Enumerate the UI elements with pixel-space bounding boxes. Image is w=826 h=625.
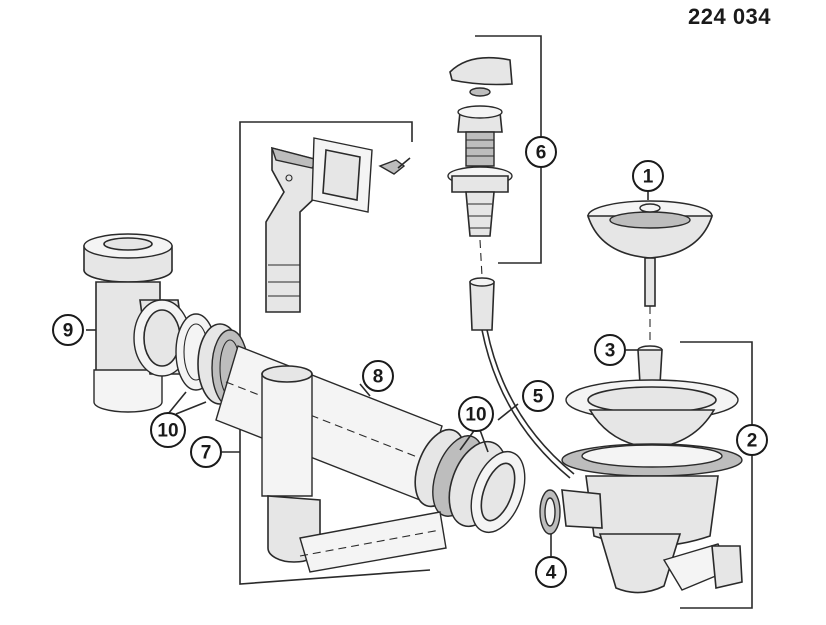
- callout-6-label: 6: [536, 143, 547, 164]
- seal-rings-right: [448, 440, 526, 534]
- strainer-body-bracket: [680, 341, 753, 609]
- callout-10-left: 10: [150, 412, 186, 448]
- overflow-group-bracket: [239, 121, 431, 585]
- callout-1-label: 1: [643, 167, 654, 188]
- callout-1: 1: [632, 160, 664, 192]
- leader-lines: [86, 191, 649, 556]
- basket-strainer: [586, 200, 714, 340]
- callout-7-label: 7: [201, 443, 212, 464]
- callout-3: 3: [594, 334, 626, 366]
- strainer-sleeve: [637, 345, 663, 385]
- callout-4-label: 4: [546, 563, 557, 584]
- callout-7: 7: [190, 436, 222, 468]
- callout-6: 6: [525, 136, 557, 168]
- outlet-seal: [539, 489, 561, 535]
- callout-8-label: 8: [373, 367, 384, 388]
- callout-2: 2: [736, 424, 768, 456]
- callout-10-right-label: 10: [465, 405, 486, 426]
- callout-3-label: 3: [605, 341, 616, 362]
- callout-9-label: 9: [63, 321, 74, 342]
- callout-5-label: 5: [533, 387, 544, 408]
- callout-10-right: 10: [458, 396, 494, 432]
- callout-4: 4: [535, 556, 567, 588]
- strainer-body: [561, 379, 743, 594]
- document-number: 224 034: [688, 4, 772, 29]
- callout-10-left-label: 10: [157, 421, 178, 442]
- callout-5: 5: [522, 380, 554, 412]
- overflow-tube: [261, 365, 447, 573]
- callout-9: 9: [52, 314, 84, 346]
- callout-2-label: 2: [747, 431, 758, 452]
- tee-fitting: [83, 233, 191, 413]
- control-cable: [481, 329, 575, 479]
- overflow-head: [265, 137, 411, 313]
- popup-knob-assembly: [447, 56, 513, 331]
- callout-8: 8: [362, 360, 394, 392]
